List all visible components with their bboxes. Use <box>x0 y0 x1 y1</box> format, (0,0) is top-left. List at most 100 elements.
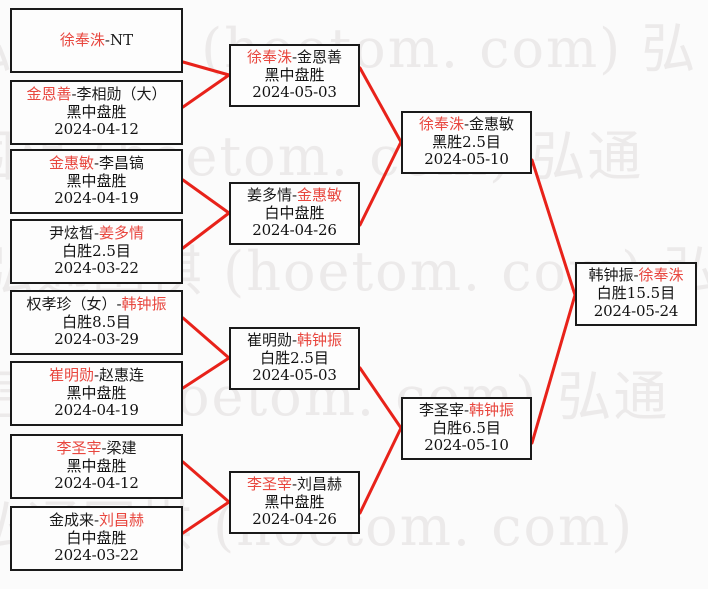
player-right: 梁建 <box>106 438 137 457</box>
match-box-final[interactable]: 韩钟振-徐奉洙 白胜15.5目 2024-05-24 <box>575 262 697 326</box>
vs-dash: - <box>93 223 100 242</box>
match-date: 2024-04-19 <box>54 401 139 420</box>
match-box-r1-2[interactable]: 金恩善-李相勋（大） 黑中盘胜 2024-04-12 <box>10 80 183 145</box>
vs-dash: - <box>291 185 298 204</box>
match-box-sf-1[interactable]: 徐奉洙-金惠敏 黑胜2.5目 2024-05-10 <box>401 111 532 174</box>
match-result: 黑中盘胜 <box>66 171 127 190</box>
vs-dash: - <box>633 266 639 285</box>
match-result: 白胜2.5目 <box>62 241 131 260</box>
match-result: 白胜2.5目 <box>260 348 329 367</box>
match-result: 白胜8.5目 <box>62 312 131 331</box>
player-right: 金恩善 <box>297 47 343 66</box>
match-box-r1-1[interactable]: 徐奉洙-NT <box>10 8 183 73</box>
match-players: 徐奉洙-金惠敏 <box>419 114 515 134</box>
match-date: 2024-04-12 <box>54 474 139 493</box>
match-result: 白胜6.5目 <box>432 418 501 437</box>
player-right: 刘昌赫 <box>297 474 343 493</box>
player-right: 刘昌赫 <box>99 510 145 529</box>
player-left: 金恩善 <box>26 84 72 103</box>
vs-dash: - <box>93 510 100 529</box>
player-left: 权孝珍（女） <box>26 294 117 313</box>
vs-dash: - <box>116 294 122 313</box>
match-result: 黑中盘胜 <box>66 383 127 402</box>
match-players: 金成来-刘昌赫 <box>48 510 145 530</box>
match-players: 权孝珍（女）-韩钟振 <box>26 294 167 314</box>
player-left: 金成来 <box>48 510 94 529</box>
match-players: 金恩善-李相勋（大） <box>26 84 167 104</box>
player-left: 李圣宰 <box>418 400 464 419</box>
player-left: 姜多情 <box>246 185 292 204</box>
player-left: 李圣宰 <box>246 474 292 493</box>
vs-dash: - <box>104 30 110 49</box>
match-box-r1-8[interactable]: 金成来-刘昌赫 白中盘胜 2024-03-22 <box>10 506 183 571</box>
player-right: NT <box>109 30 134 49</box>
match-box-r2-4[interactable]: 李圣宰-刘昌赫 黑中盘胜 2024-04-26 <box>229 471 360 534</box>
match-players: 金惠敏-李昌镐 <box>48 153 144 173</box>
match-date: 2024-03-29 <box>54 330 139 349</box>
match-date: 2024-03-22 <box>54 259 139 278</box>
player-left: 李圣宰 <box>56 438 102 457</box>
player-right: 金惠敏 <box>469 114 515 133</box>
match-box-r2-2[interactable]: 姜多情-金惠敏 白中盘胜 2024-04-26 <box>229 182 360 245</box>
player-right: 赵惠连 <box>99 365 145 384</box>
match-result: 黑胜2.5目 <box>432 132 501 151</box>
match-box-r2-1[interactable]: 徐奉洙-金恩善 黑中盘胜 2024-05-03 <box>229 44 360 107</box>
match-players: 李圣宰-梁建 <box>56 438 137 458</box>
player-right: 李相勋（大） <box>76 84 167 103</box>
vs-dash: - <box>463 400 470 419</box>
match-box-r1-3[interactable]: 金惠敏-李昌镐 黑中盘胜 2024-04-19 <box>10 149 183 214</box>
player-left: 徐奉洙 <box>59 30 105 49</box>
match-box-sf-2[interactable]: 李圣宰-韩钟振 白胜6.5目 2024-05-10 <box>401 397 532 460</box>
player-left: 韩钟振 <box>588 266 634 285</box>
match-players: 徐奉洙-金恩善 <box>246 47 343 67</box>
player-left: 崔明勋 <box>246 330 292 349</box>
match-date: 2024-03-22 <box>54 546 139 565</box>
player-right: 韩钟振 <box>121 294 167 313</box>
player-left: 尹炫晳 <box>48 223 94 242</box>
match-date: 2024-05-10 <box>424 436 509 455</box>
match-players: 徐奉洙-NT <box>59 30 134 50</box>
player-right: 韩钟振 <box>297 330 343 349</box>
player-left: 徐奉洙 <box>246 47 292 66</box>
match-date: 2024-05-03 <box>252 366 337 385</box>
player-left: 崔明勋 <box>48 365 94 384</box>
vs-dash: - <box>291 330 298 349</box>
match-players: 李圣宰-韩钟振 <box>418 400 515 420</box>
match-box-r1-4[interactable]: 尹炫晳-姜多情 白胜2.5目 2024-03-22 <box>10 219 183 284</box>
match-result: 黑中盘胜 <box>264 492 325 511</box>
match-date: 2024-04-19 <box>54 189 139 208</box>
vs-dash: - <box>101 438 107 457</box>
match-players: 尹炫晳-姜多情 <box>48 223 145 243</box>
player-right: 金惠敏 <box>297 185 343 204</box>
match-players: 李圣宰-刘昌赫 <box>246 474 343 494</box>
match-date: 2024-04-12 <box>54 120 139 139</box>
match-date: 2024-04-26 <box>252 510 337 529</box>
match-box-r1-7[interactable]: 李圣宰-梁建 黑中盘胜 2024-04-12 <box>10 434 183 499</box>
vs-dash: - <box>291 474 298 493</box>
match-box-r2-3[interactable]: 崔明勋-韩钟振 白胜2.5目 2024-05-03 <box>229 327 360 390</box>
match-players: 崔明勋-韩钟振 <box>246 330 343 350</box>
match-date: 2024-04-26 <box>252 221 337 240</box>
match-result: 白胜15.5目 <box>596 284 676 303</box>
match-result: 黑中盘胜 <box>66 456 127 475</box>
player-right: 徐奉洙 <box>638 266 684 285</box>
player-right: 韩钟振 <box>469 400 515 419</box>
match-result: 黑中盘胜 <box>66 102 127 121</box>
player-right: 姜多情 <box>99 223 145 242</box>
vs-dash: - <box>463 114 470 133</box>
match-box-r1-6[interactable]: 崔明勋-赵惠连 黑中盘胜 2024-04-19 <box>10 361 183 426</box>
match-result: 黑中盘胜 <box>264 65 325 84</box>
match-date: 2024-05-10 <box>424 150 509 169</box>
match-date: 2024-05-24 <box>593 301 679 320</box>
match-players: 韩钟振-徐奉洙 <box>588 267 683 285</box>
match-box-r1-5[interactable]: 权孝珍（女）-韩钟振 白胜8.5目 2024-03-29 <box>10 290 183 355</box>
match-result: 白中盘胜 <box>264 203 325 222</box>
vs-dash: - <box>93 365 100 384</box>
vs-dash: - <box>291 47 298 66</box>
player-left: 金惠敏 <box>48 153 94 172</box>
match-players: 姜多情-金惠敏 <box>246 185 343 205</box>
vs-dash: - <box>93 153 100 172</box>
match-result: 白中盘胜 <box>66 528 127 547</box>
vs-dash: - <box>71 84 77 103</box>
